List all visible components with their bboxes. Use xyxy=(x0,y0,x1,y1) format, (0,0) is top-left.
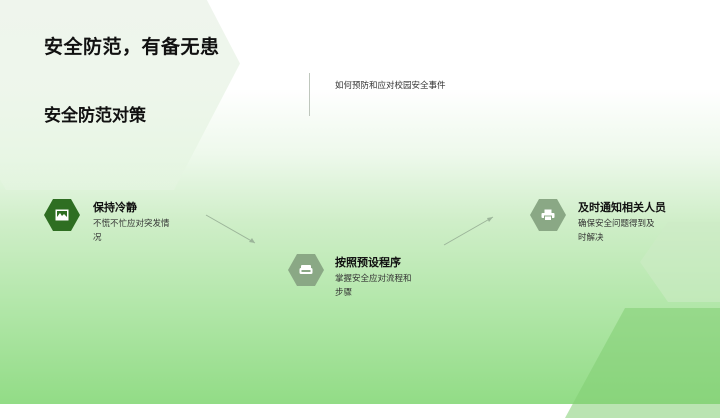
caption-text: 如何预防和应对校园安全事件 xyxy=(335,81,446,91)
step-3-description: 确保安全问题得到及时解决 xyxy=(578,219,655,243)
printer-icon xyxy=(541,209,555,221)
vertical-divider xyxy=(309,73,310,116)
sofa-icon xyxy=(299,265,313,274)
page-title: 安全防范，有备无患 xyxy=(44,36,220,58)
step-3-icon-badge xyxy=(530,199,566,231)
step-3-title: 及时通知相关人员 xyxy=(578,201,666,214)
arrow-down-right xyxy=(205,214,256,244)
background-hexagon-top-left xyxy=(0,0,240,190)
step-2-description: 掌握安全应对流程和步骤 xyxy=(335,274,412,298)
background-hexagon-bottom-right xyxy=(565,308,720,418)
step-2-icon-badge xyxy=(288,254,324,286)
step-1-icon-badge xyxy=(44,199,80,231)
image-icon xyxy=(55,209,69,221)
section-subtitle: 安全防范对策 xyxy=(44,106,146,126)
arrow-up-right xyxy=(443,216,494,246)
step-2-title: 按照预设程序 xyxy=(335,256,401,269)
step-1-title: 保持冷静 xyxy=(93,201,137,214)
step-1-description: 不慌不忙应对突发情况 xyxy=(93,219,170,243)
